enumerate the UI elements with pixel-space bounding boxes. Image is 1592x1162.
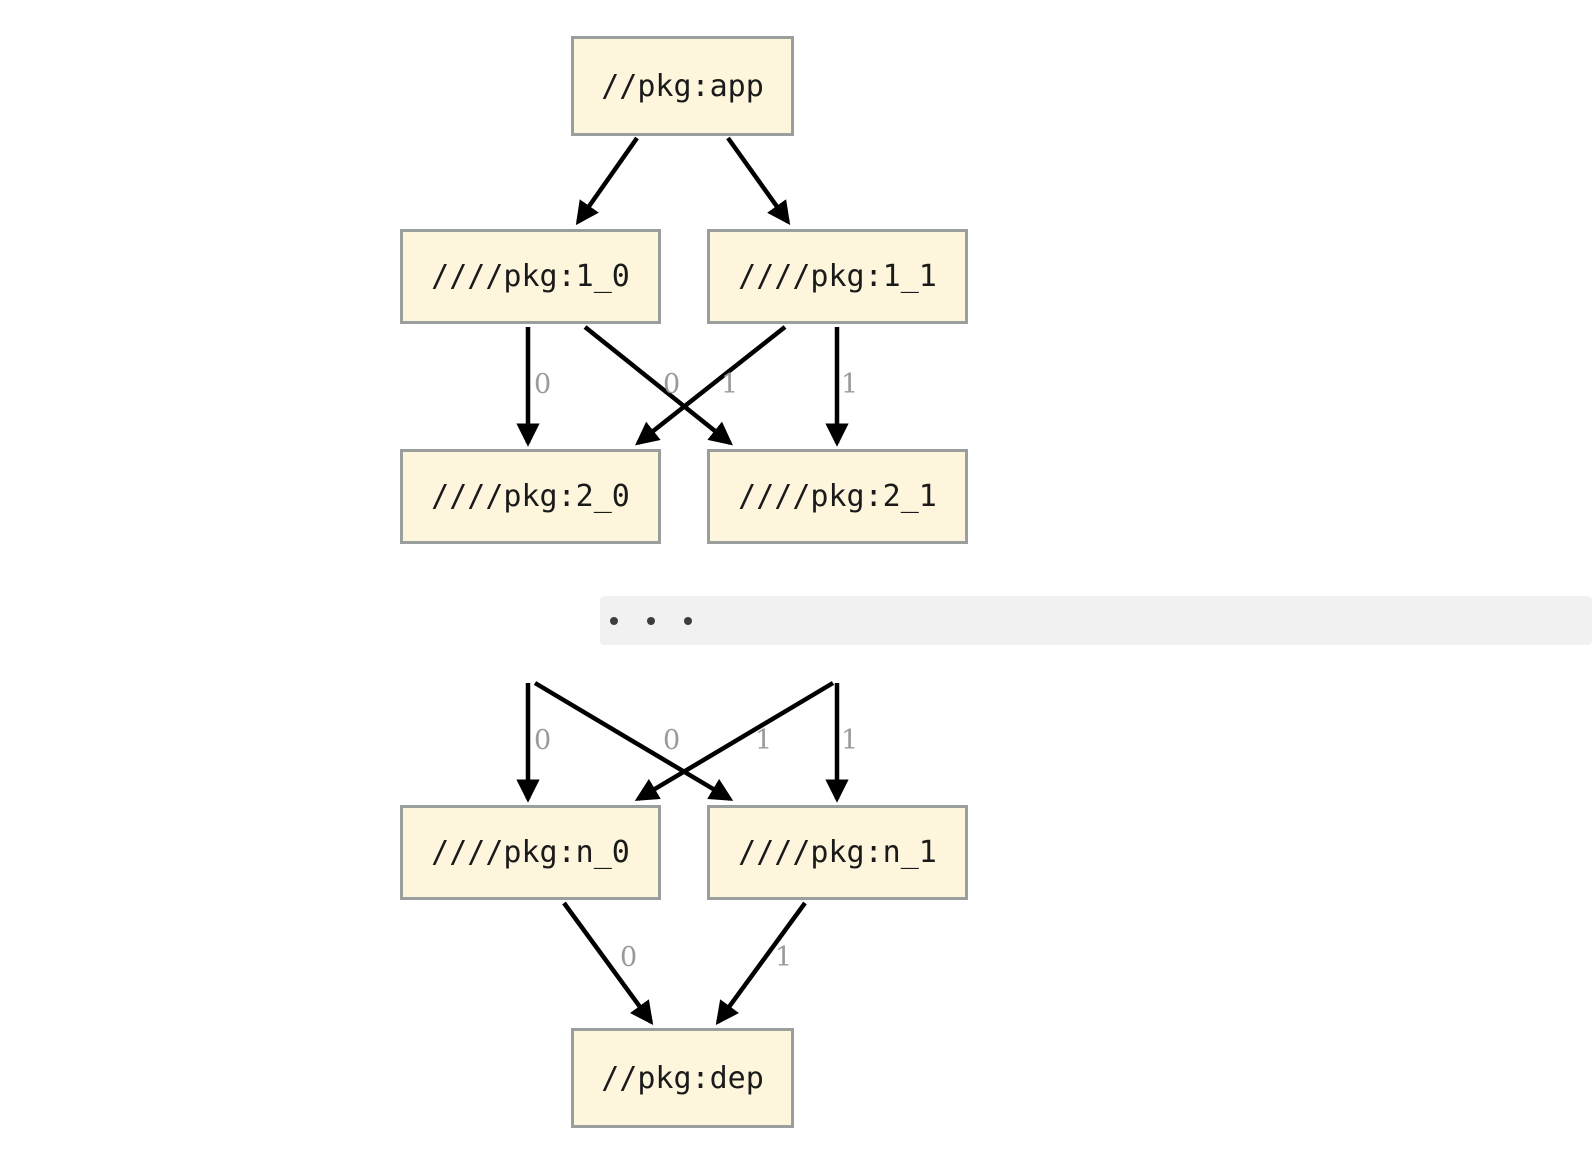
node-label-app: //pkg:app (601, 68, 764, 104)
node-label-dep: //pkg:dep (601, 1060, 764, 1096)
edge-label-1-d: 1 (841, 725, 859, 756)
edge-n_1-to-dep (715, 901, 807, 1026)
node-label-n_0: ////pkg:n_0 (431, 835, 630, 870)
edge-label-0-d: 0 (663, 725, 681, 756)
node-2_1[interactable]: ////pkg:2_1 (707, 449, 968, 544)
edge-1_1-to-2_0 (635, 325, 787, 446)
node-2_0[interactable]: ////pkg:2_0 (400, 449, 661, 544)
node-1_0[interactable]: ////pkg:1_0 (400, 229, 661, 324)
edge-label-0-e: 0 (620, 942, 638, 973)
ellipsis-dot-2 (647, 617, 655, 625)
edge-label-1-a: 1 (721, 369, 739, 400)
node-n_0[interactable]: ////pkg:n_0 (400, 805, 661, 900)
edge-label-0-a: 0 (534, 369, 552, 400)
node-app[interactable]: //pkg:app (571, 36, 794, 136)
edge-label-1-c: 1 (755, 725, 773, 756)
node-label-1_0: ////pkg:1_0 (431, 259, 630, 294)
node-label-2_1: ////pkg:2_1 (738, 479, 937, 514)
edge-label-1-e: 1 (775, 942, 793, 973)
edge-label-0-c: 0 (534, 725, 552, 756)
node-1_1[interactable]: ////pkg:1_1 (707, 229, 968, 324)
node-label-n_1: ////pkg:n_1 (738, 835, 937, 870)
node-label-1_1: ////pkg:1_1 (738, 259, 937, 294)
edge-label-0-b: 0 (663, 369, 681, 400)
edge-label-1-b: 1 (841, 369, 859, 400)
edge-app-to-1_0 (575, 136, 639, 226)
edge-continued-to-n_0-cross (634, 681, 835, 801)
edge-n_0-to-dep (562, 901, 654, 1026)
ellipsis-dot-1 (610, 617, 618, 625)
ellipsis-band (600, 596, 1592, 645)
node-dep[interactable]: //pkg:dep (571, 1028, 794, 1128)
node-label-2_0: ////pkg:2_0 (431, 479, 630, 514)
node-n_1[interactable]: ////pkg:n_1 (707, 805, 968, 900)
edge-app-to-1_1 (726, 136, 791, 226)
edge-continued-to-n_1-cross (533, 681, 734, 801)
edge-1_0-to-2_1 (583, 325, 733, 446)
ellipsis-dot-3 (684, 617, 692, 625)
